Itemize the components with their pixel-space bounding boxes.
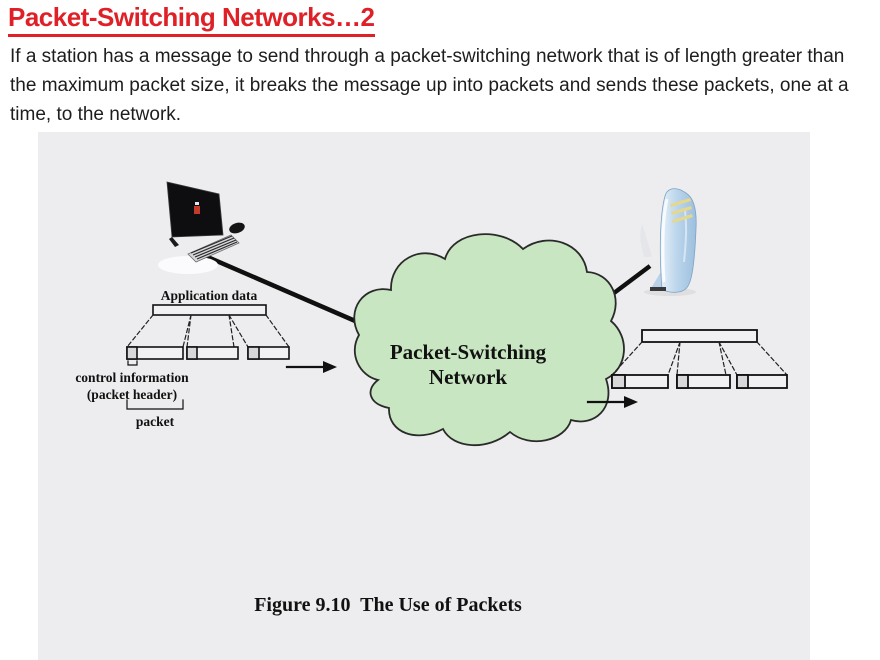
figure-area: Packet-Switching Network Application dat… [38,132,810,660]
figure-caption: Figure 9.10 The Use of Packets [254,594,522,616]
arrow-out-of-cloud [586,396,638,408]
link-source-to-cloud [195,249,377,333]
control-information-label: control information [75,370,189,385]
packet-diagram: Packet-Switching Network Application dat… [75,181,788,447]
destination-packet-breakdown [586,329,788,408]
slide-title: Packet-Switching Networks…2 [8,2,375,37]
arrow-into-cloud [285,361,337,373]
cloud-label-line2: Network [429,365,507,389]
packet-header-label: (packet header) [87,387,177,402]
server-tower-icon [640,188,697,296]
application-data-label: Application data [161,288,258,303]
packet-switching-cloud: Packet-Switching Network [353,233,625,447]
cloud-label-line1: Packet-Switching [390,340,547,364]
packet-label: packet [136,414,175,429]
desktop-computer-icon [158,181,245,274]
source-packet-breakdown: Application data control information ( [75,288,337,429]
slide-body-text: If a station has a message to send throu… [10,46,849,125]
